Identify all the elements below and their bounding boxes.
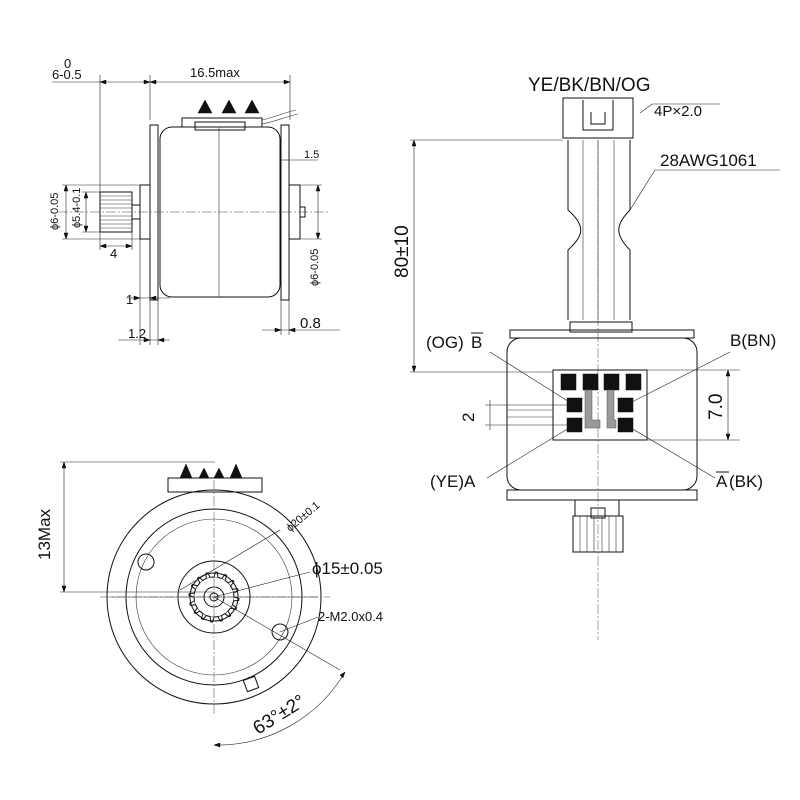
pin-og-letter: B [471,333,482,352]
pin-ye-label: (YE)A [430,472,476,491]
connector-block [181,117,263,127]
front-pin-2 [198,467,210,479]
mount-hole-1 [137,553,155,571]
dim-0-8: 0.8 [300,315,321,332]
wiring-motor-body [506,337,698,491]
shaft-dia-label: ϕ6-0.05 [49,193,61,230]
pad-bn [625,373,642,391]
pitch-label: 2 [459,413,478,422]
shaft-tol-sup: 0 [64,56,71,71]
connector-leader [639,103,720,114]
front-pin-1 [179,463,193,479]
pin-og-label: (OG) [426,333,464,352]
dim-1: 1 [126,292,133,307]
key-notch [242,675,260,693]
dim-1-2: 1.2 [128,326,146,341]
pad-a [566,417,583,433]
screw-label: 2-M2.0x0.4 [318,609,383,624]
shaft-tol-label: 6-0.5 [52,67,82,82]
terminal-height-label: 7.0 [706,394,727,420]
side-view: 0 6-0.5 16.5max 1.5 ϕ6-0.05 ϕ5.4-0.1 ϕ6-… [49,56,340,345]
wire-leader [629,169,780,211]
terminal-pin-3 [244,99,260,114]
wiring-view: YE/BK/BN/OG 4P×2.0 28AWG1061 80±10 7.0 2… [392,75,780,640]
lead-length-label: 80±10 [392,225,413,278]
wire-spec-label: 28AWG1061 [660,151,757,170]
pad-b-bar [566,397,583,413]
front-view: 13Max ϕ20±0.1 ϕ15±0.05 2-M2.0x0.4 63°±2° [35,461,383,748]
terminal-pin-1 [197,99,213,114]
rear-plate [280,124,290,301]
front-flange [149,124,159,301]
wire-connector [562,97,634,139]
terminal-pin-2 [221,99,237,114]
wiring-top-plate [509,329,695,339]
mount-dia-label: ϕ15±0.05 [312,559,383,578]
dim-1-5: 1.5 [304,149,319,161]
wire-colors-label: YE/BK/BN/OG [528,75,650,96]
mount-hole-2 [271,623,289,641]
front-pin-3 [213,467,225,479]
front-pin-4 [229,463,243,479]
trace-right [606,389,617,429]
boss-dia-label: ϕ6-0.05 [309,249,321,286]
pin-bk-label: (BK) [729,472,763,491]
pad-a-bar [617,417,634,433]
height-label: 13Max [35,508,54,560]
pinion-dia-label: ϕ5.4-0.1 [71,188,83,228]
connector-label: 4P×2.0 [654,103,702,120]
pin-bn-label: B(BN) [730,331,776,350]
wiring-pinion [572,507,624,553]
pad-ye-top [582,373,599,391]
wire-bundle [567,140,631,640]
dim-4: 4 [110,246,117,261]
pad-b [617,397,634,413]
angle-label: 63°±2° [250,691,310,739]
pad-bk-top [603,373,620,391]
trace-left [584,389,601,429]
outer-dia-label: ϕ20±0.1 [284,500,322,535]
length-label: 16.5max [190,65,240,80]
pad-og [560,373,577,391]
wiring-bottom-plate [506,489,698,501]
pin-bk-letter: A [716,472,728,491]
